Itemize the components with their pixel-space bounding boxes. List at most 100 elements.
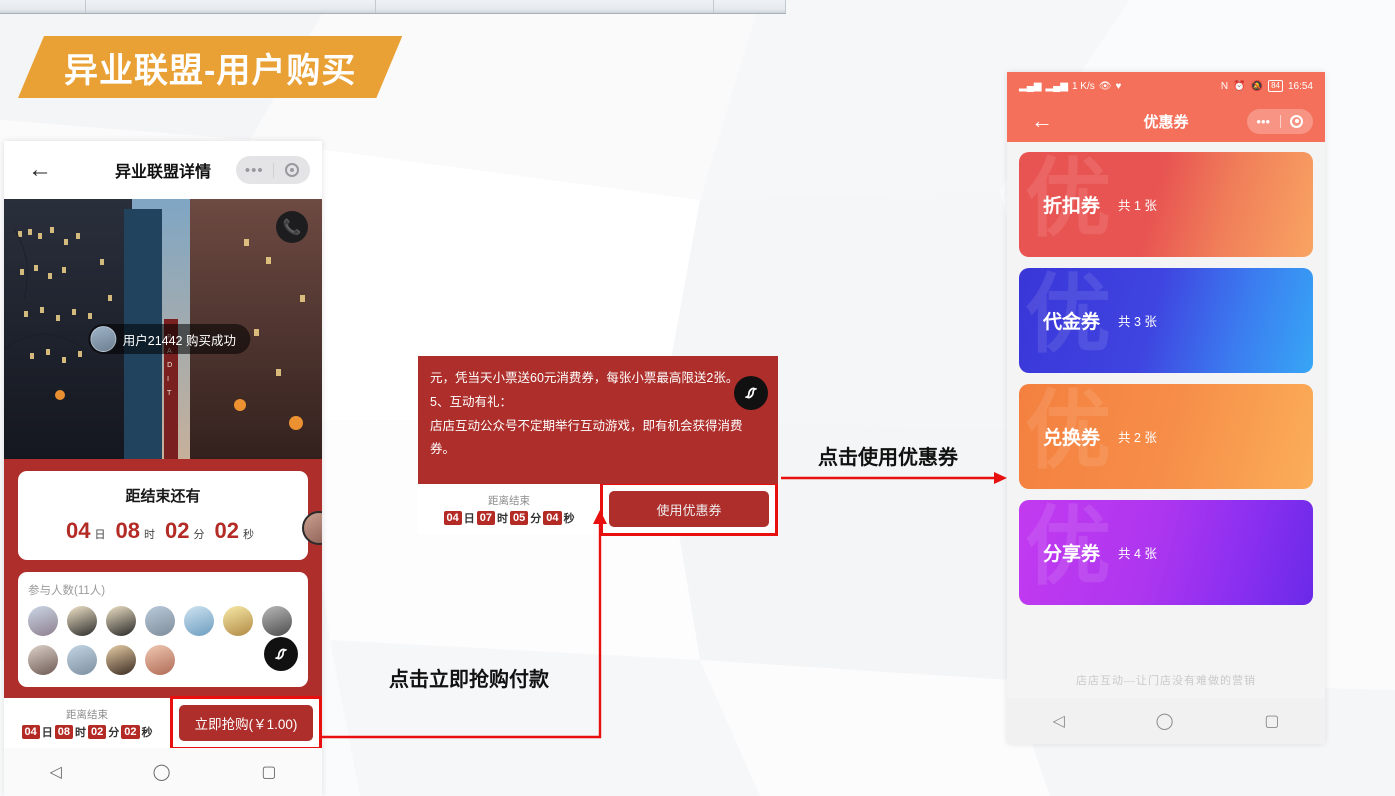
promo-description: 元，凭当天小票送60元消费券，每张小票最高限送2张。 5、互动有礼： 店店互动公… — [418, 356, 778, 484]
nav-back-icon[interactable]: ◁ — [1052, 713, 1065, 730]
status-right-group: N ⏰ 🔕 84 16:54 — [1221, 80, 1313, 92]
coupon-card-share[interactable]: 优 分享券 共 4 张 — [1019, 500, 1313, 605]
participant-avatars — [28, 606, 298, 675]
capsule-divider — [1279, 114, 1281, 128]
network-speed-label: 1 K/s — [1071, 80, 1095, 92]
coupon-watermark: 优 — [1025, 268, 1111, 363]
right-phone-header: ← 优惠券 ••• — [1007, 100, 1325, 142]
countdown-days-unit: 日 — [41, 726, 53, 739]
page-title: 优惠券 — [1143, 113, 1189, 131]
countdown-hours: 07 — [476, 510, 495, 525]
coupon-name: 兑换券 — [1043, 428, 1101, 449]
countdown-minutes: 02 — [88, 724, 107, 739]
nav-back-icon[interactable]: ◁ — [49, 764, 62, 781]
toast-text: 用户21442 购买成功 — [122, 333, 236, 348]
coupon-card-voucher[interactable]: 优 代金券 共 3 张 — [1019, 268, 1313, 373]
target-icon[interactable] — [1281, 114, 1314, 128]
status-left-group: ▂▄▆ ▂▄▆ 1 K/s 👁 ♥ — [1019, 81, 1221, 92]
signal-bars-icon: ▂▄▆ — [1045, 80, 1068, 92]
countdown-card: 距结束还有 04 日 08 时 02 分 02 秒 — [18, 471, 308, 560]
buy-now-button[interactable]: 立即抢购(￥1.00) — [179, 705, 313, 741]
participants-title: 参与人数(11人) — [28, 585, 106, 597]
annotation-buy-now: 点击立即抢购付款 — [389, 669, 549, 691]
nav-recent-icon[interactable]: ▢ — [261, 764, 277, 781]
countdown-hours-unit: 时 — [144, 529, 155, 541]
toolbar-divider — [375, 0, 376, 13]
buy-button-highlight: 立即抢购(￥1.00) — [170, 696, 322, 750]
countdown-days: 04 — [21, 724, 40, 739]
avatar[interactable] — [106, 606, 136, 636]
avatar[interactable] — [106, 645, 136, 675]
countdown-minutes-unit: 分 — [108, 726, 120, 739]
avatar — [90, 326, 117, 353]
promo-line-2: 5、互动有礼： — [430, 394, 512, 409]
brand-watermark: 店店互动—让门店没有难做的营销 — [1076, 675, 1256, 687]
use-coupon-button[interactable]: 使用优惠券 — [609, 491, 769, 527]
nav-home-icon[interactable]: ◯ — [152, 764, 171, 781]
arrow-left-icon[interactable]: ← — [1031, 108, 1053, 133]
title-banner: 异业联盟-用户购买 — [18, 36, 402, 98]
avatar[interactable] — [223, 606, 253, 636]
wechat-capsule[interactable]: ••• — [236, 156, 310, 184]
toolbar-divider — [713, 0, 714, 13]
phone-call-icon[interactable]: 📞 — [276, 211, 308, 243]
countdown-row: 04 日 08 时 02 分 02 秒 — [28, 518, 298, 544]
hero-image-area: RA DI T 📞 用户21442 购买成功 — [4, 199, 322, 459]
countdown-seconds-unit: 秒 — [141, 726, 153, 739]
svg-text:I: I — [167, 375, 169, 383]
signal-bars-icon: ▂▄▆ — [1019, 80, 1042, 92]
wechat-miniprogram-icon[interactable] — [734, 376, 768, 410]
coupon-watermark: 优 — [1025, 384, 1111, 479]
android-navbar: ◁ ◯ ▢ — [4, 748, 322, 796]
coupon-card-exchange[interactable]: 优 兑换券 共 2 张 — [1019, 384, 1313, 489]
bottom-countdown-label: 距离结束 — [66, 708, 108, 721]
countdown-minutes: 05 — [510, 510, 529, 525]
countdown-title: 距结束还有 — [125, 488, 201, 505]
android-navbar: ◁ ◯ ▢ — [1007, 698, 1325, 744]
wechat-miniprogram-icon[interactable] — [264, 637, 298, 671]
capsule-menu-icon[interactable]: ••• — [1256, 113, 1271, 129]
coupon-name: 代金券 — [1043, 312, 1101, 333]
wechat-capsule[interactable]: ••• — [1247, 108, 1314, 134]
banner-shape: 异业联盟-用户购买 — [18, 36, 402, 98]
svg-text:D: D — [167, 361, 172, 369]
avatar[interactable] — [67, 645, 97, 675]
coupon-count: 共 4 张 — [1118, 547, 1157, 561]
avatar[interactable] — [184, 606, 214, 636]
coupon-watermark: 优 — [1025, 500, 1111, 595]
target-icon[interactable] — [274, 163, 311, 177]
avatar[interactable] — [145, 645, 175, 675]
avatar[interactable] — [262, 606, 292, 636]
countdown-seconds: 02 — [121, 724, 140, 739]
coupon-card-discount[interactable]: 优 折扣券 共 1 张 — [1019, 152, 1313, 257]
bottom-countdown: 距离结束 04 日 08 时 02 分 02 秒 — [4, 707, 170, 740]
nav-recent-icon[interactable]: ▢ — [1264, 713, 1280, 730]
capsule-divider — [272, 162, 274, 178]
bottom-countdown-label: 距离结束 — [488, 494, 530, 507]
coupon-count: 共 1 张 — [1118, 199, 1157, 213]
eye-icon: 👁 — [1098, 80, 1112, 92]
avatar[interactable] — [28, 645, 58, 675]
banner-title: 异业联盟-用户购买 — [64, 51, 357, 90]
wechat-glyph — [745, 387, 757, 399]
promo-line-1: 元，凭当天小票送60元消费券，每张小票最高限送2张。 — [430, 371, 739, 385]
countdown-days-unit: 日 — [94, 529, 106, 541]
heart-icon: ♥ — [1115, 80, 1122, 92]
middle-bottom-bar: 距离结束 04 日 07 时 05 分 04 秒 使用优惠券 — [418, 482, 778, 536]
countdown-hours: 08 — [54, 724, 73, 739]
toolbar-divider — [785, 0, 786, 13]
avatar[interactable] — [67, 606, 97, 636]
capsule-menu-icon[interactable]: ••• — [244, 161, 264, 179]
arrow-left-icon[interactable]: ← — [28, 156, 52, 183]
annotation-use-coupon: 点击使用优惠券 — [818, 447, 958, 469]
avatar[interactable] — [145, 606, 175, 636]
middle-panel-mockup: 元，凭当天小票送60元消费券，每张小票最高限送2张。 5、互动有礼： 店店互动公… — [418, 356, 778, 536]
left-phone-mockup: ← 异业联盟详情 ••• — [4, 141, 322, 796]
status-bar: ▂▄▆ ▂▄▆ 1 K/s 👁 ♥ N ⏰ 🔕 84 16:54 — [1007, 72, 1325, 100]
alarm-icon: ⏰ — [1233, 80, 1246, 92]
right-phone-mockup: ▂▄▆ ▂▄▆ 1 K/s 👁 ♥ N ⏰ 🔕 84 16:54 ← 优惠券 •… — [1007, 72, 1325, 744]
avatar[interactable] — [28, 606, 58, 636]
bottom-countdown: 距离结束 04 日 07 时 05 分 04 秒 — [418, 493, 600, 526]
purchase-toast: 用户21442 购买成功 — [88, 324, 250, 355]
nav-home-icon[interactable]: ◯ — [1155, 713, 1174, 730]
